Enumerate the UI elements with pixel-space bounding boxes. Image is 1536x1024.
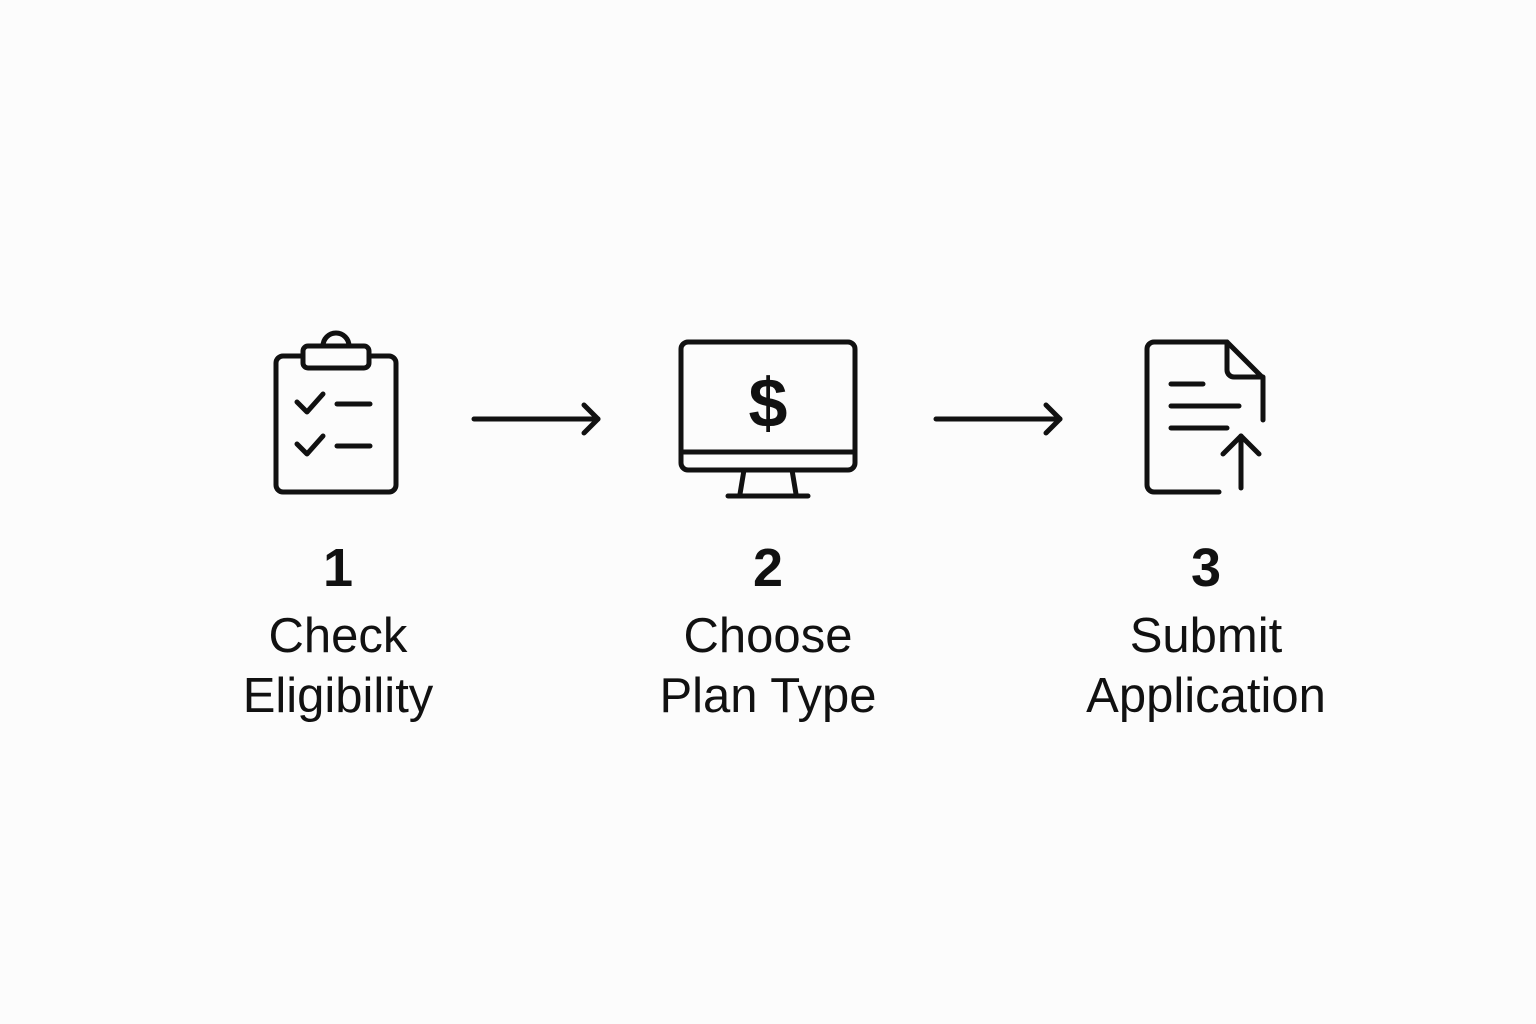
arrow-right-icon <box>932 398 1066 445</box>
step-label: Check Eligibility <box>242 609 434 723</box>
step-label: Choose Plan Type <box>659 609 877 723</box>
step-choose-plan-type: $ 2 Choose Plan Type <box>558 330 978 726</box>
svg-text:$: $ <box>749 364 788 442</box>
step-number: 3 <box>1190 538 1222 598</box>
step-submit-application: 3 Submit Application <box>996 330 1416 726</box>
arrow-right-icon <box>470 398 604 445</box>
monitor-dollar-icon: $ <box>678 330 858 500</box>
document-upload-icon <box>1141 330 1271 500</box>
step-number: 2 <box>752 538 784 598</box>
step-check-eligibility: 1 Check Eligibility <box>128 330 548 726</box>
step-number: 1 <box>322 538 354 598</box>
clipboard-checklist-icon <box>273 330 403 500</box>
step-label: Submit Application <box>1086 609 1326 723</box>
